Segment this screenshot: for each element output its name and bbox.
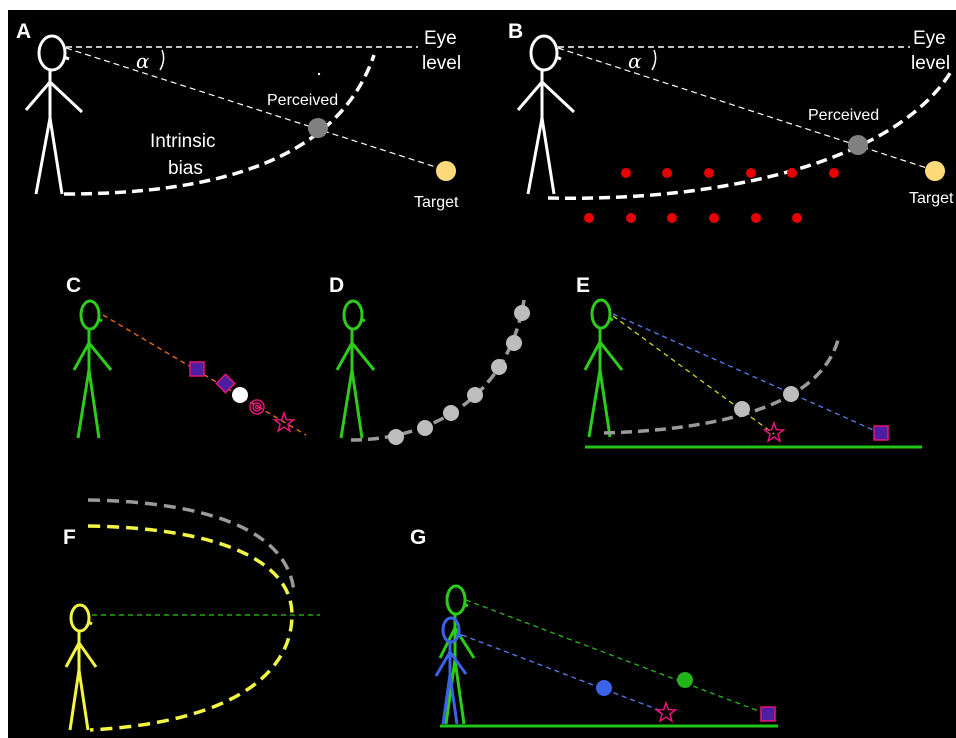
panel-c-diamond-marker [215,373,236,394]
panel-c-observer [72,299,113,439]
panel-c-label: C [66,274,81,297]
panel-b-label: B [508,20,523,43]
panel-a-eye-label: Eye [424,28,457,49]
panel-g-blue-dot [596,680,612,696]
panel-c-spiral-marker [249,399,265,415]
panel-f-label: F [63,526,76,549]
panel-d: D [329,274,530,445]
panel-a-perceived-dot [308,118,328,138]
panel-g-star-marker [654,700,678,723]
panel-e-yellow-ray [612,315,775,435]
panel-g-square-marker [760,706,776,722]
panel-a-target-dot [436,161,456,181]
panel-e-perceived-dot-near [734,401,750,417]
panel-d-label: D [329,274,344,297]
panel-a-perceived-label: Perceived [267,92,338,109]
panel-e-label: E [576,274,590,297]
panel-a: A Eye level α Intrinsic bias Perceived T… [16,20,461,211]
panel-g-short-observer [434,616,468,725]
panel-b-angle-arc [651,49,657,71]
panel-d-perceived-dots [388,305,530,445]
panel-e-blue-ray [612,313,881,434]
panel-c-white-disc [232,387,248,403]
panel-g: G [410,526,778,728]
panel-b-alpha-label: α [628,49,642,73]
panel-b-bias-curve [547,69,954,201]
panel-a-target-label: Target [414,194,459,211]
panel-f-observer [64,603,98,731]
panel-b-eye-label: Eye [913,28,946,49]
panel-b-perceived-label: Perceived [808,107,879,124]
panel-a-label: A [16,20,31,43]
panel-b-observer [516,34,576,195]
panel-f: F [63,498,320,732]
panel-g-label: G [410,526,426,549]
panel-c: C [66,274,307,439]
panel-b: B Eye level α Perceived Target [508,20,954,223]
panel-a-angle-arc [159,49,165,71]
panel-a-small-tick [317,72,321,76]
panel-a-level-label: level [422,53,461,74]
panel-b-level-label: level [911,53,950,74]
panel-a-alpha-label: α [136,49,150,73]
panel-e-perceived-dot-far [783,386,799,402]
panel-a-intrinsic-bias-curve [63,54,376,196]
panel-a-intrinsic-label: Intrinsic [150,131,215,152]
panel-e-star-marker [762,420,786,443]
panel-g-green-dot [677,672,693,688]
panel-e-bias-curve [603,339,840,435]
panel-g-blue-ray [461,634,665,713]
panel-b-texture-dots [584,168,839,223]
panel-f-yellow-curve [87,524,294,732]
panel-f-gray-curve [87,498,296,593]
panel-b-target-dot [925,161,945,181]
panel-e: E [576,274,922,449]
panel-a-line-of-sight [65,47,446,171]
panel-e-square-marker [873,425,889,441]
panel-c-star-marker [272,410,296,433]
figure-canvas: A Eye level α Intrinsic bias Perceived T… [8,10,956,738]
panel-a-bias-label: bias [168,158,203,179]
diagram-svg: A Eye level α Intrinsic bias Perceived T… [16,20,954,732]
panel-a-observer [24,34,84,195]
panel-b-line-of-sight [557,47,937,172]
panel-d-observer [335,299,376,439]
panel-g-green-ray [465,599,765,714]
panel-b-perceived-dot [848,135,868,155]
panel-b-target-label: Target [909,190,954,207]
panel-e-observer [583,298,624,438]
panel-c-square-marker [189,361,205,377]
